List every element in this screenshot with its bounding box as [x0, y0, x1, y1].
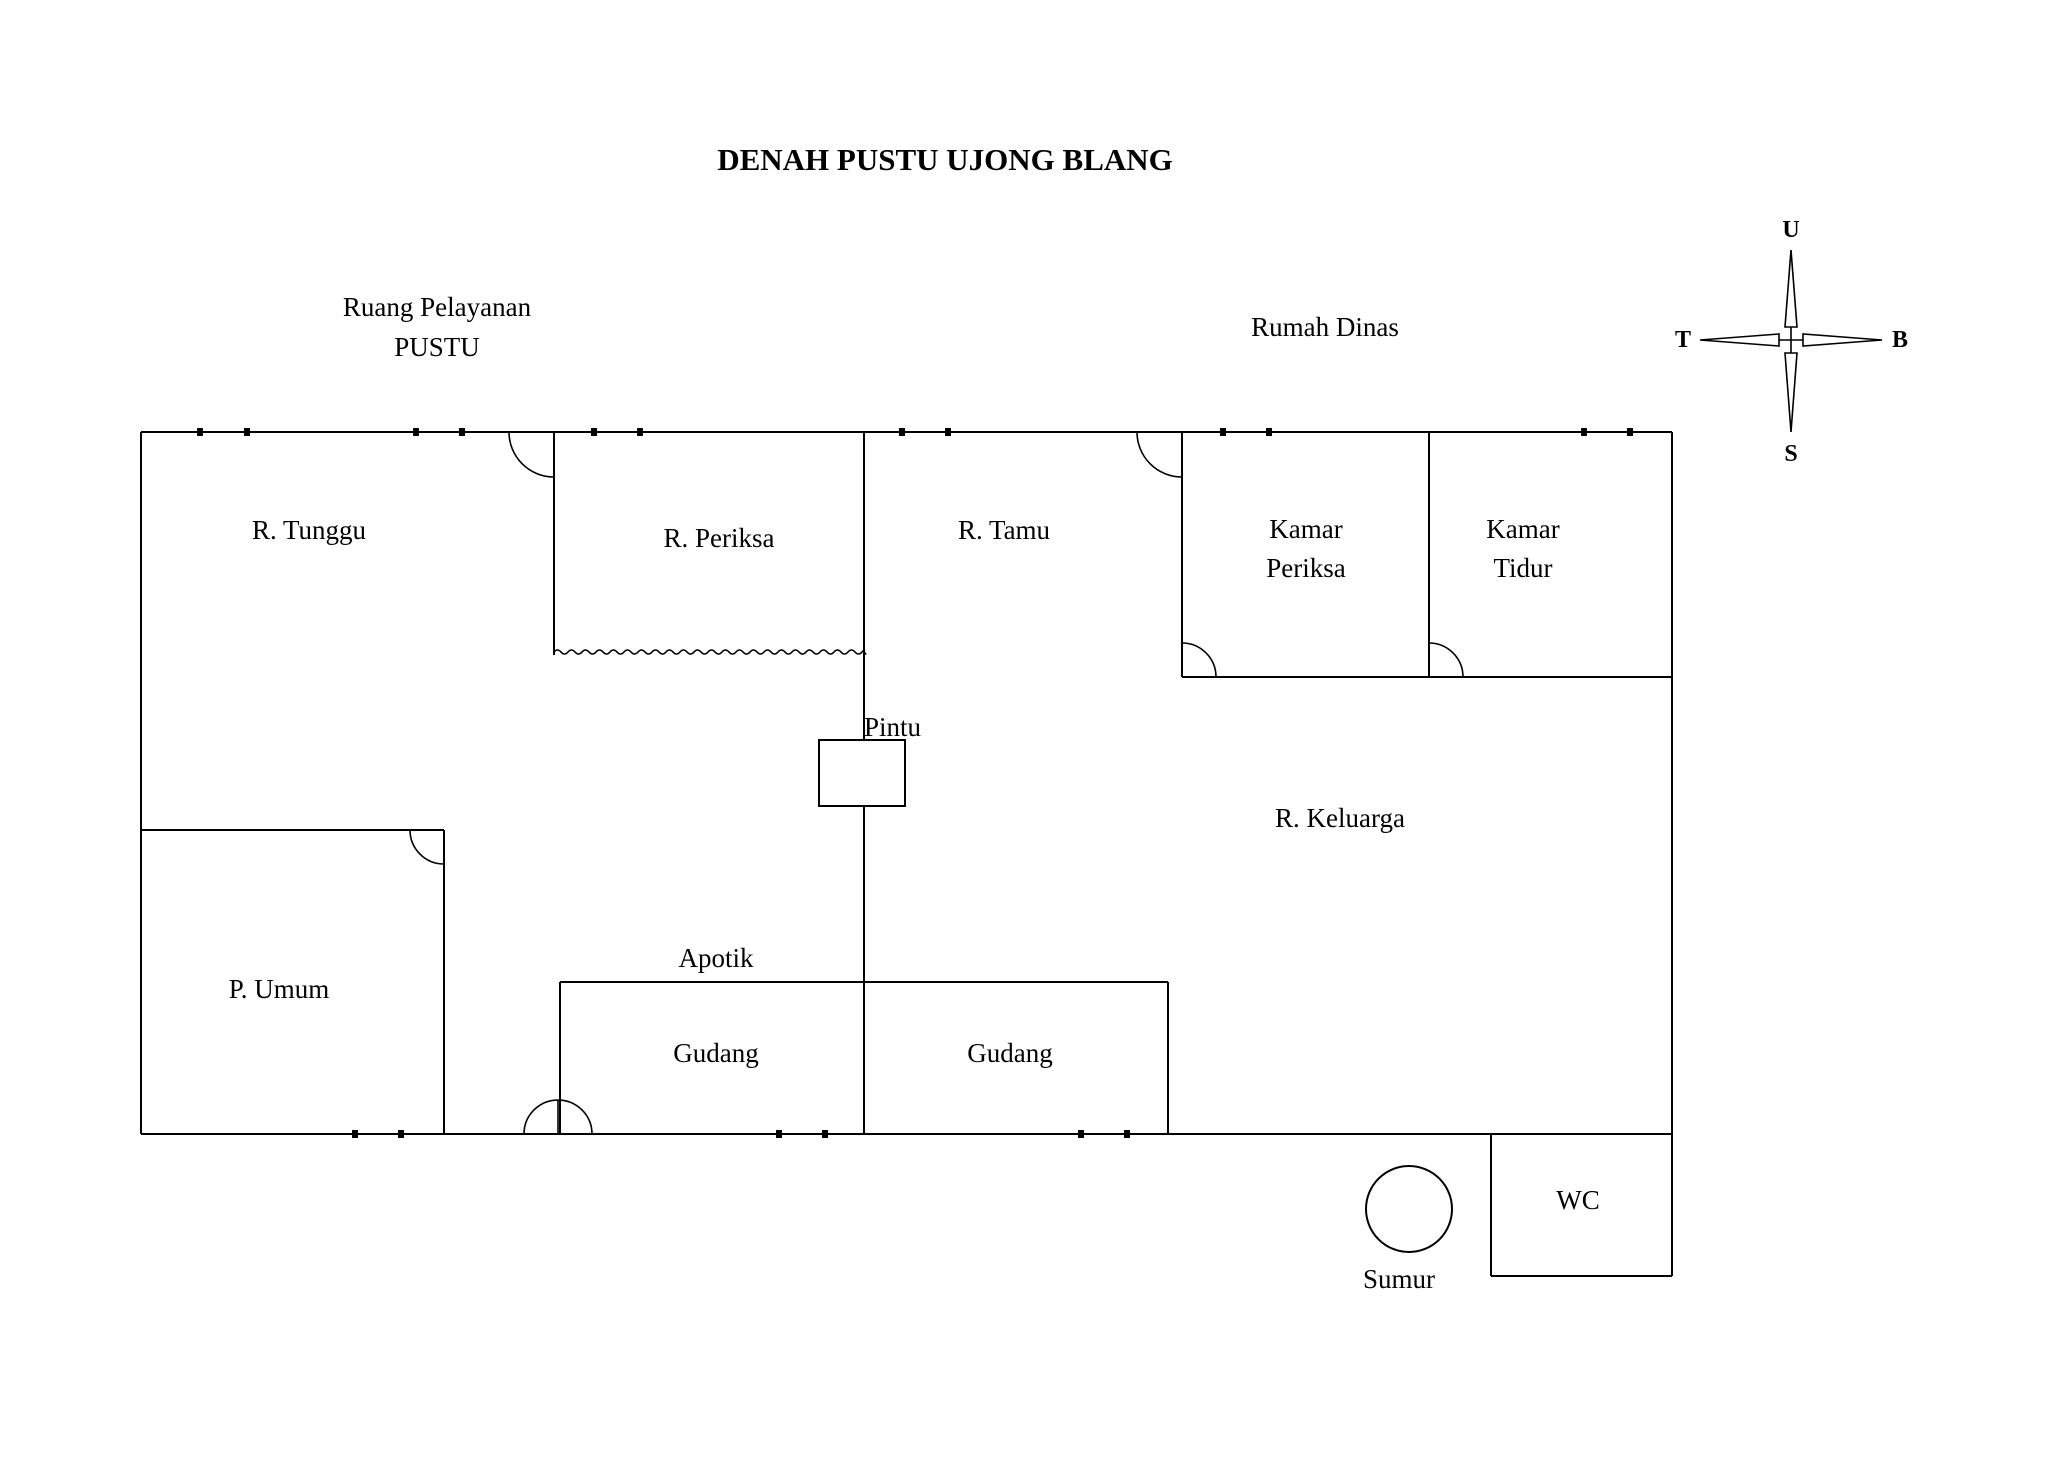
interior-walls: [141, 432, 1672, 1277]
compass-arrow-north: [1784, 249, 1798, 328]
window-mark: [1266, 428, 1272, 436]
window-mark: [398, 1130, 404, 1138]
window-mark: [1078, 1130, 1084, 1138]
door-swing-p-umum: [409, 829, 445, 865]
label-r-keluarga: R. Keluarga: [1275, 803, 1405, 833]
window-mark: [459, 428, 465, 436]
label-pintu: Pintu: [864, 712, 922, 742]
label-kamar-periksa-1: Kamar: [1269, 514, 1342, 544]
window-mark: [413, 428, 419, 436]
label-p-umum: P. Umum: [229, 974, 330, 1004]
label-r-periksa: R. Periksa: [664, 523, 775, 553]
label-kamar-periksa-2: Periksa: [1266, 553, 1346, 583]
label-kamar-tidur-2: Tidur: [1493, 553, 1552, 583]
window-mark: [945, 428, 951, 436]
label-gudang-2: Gudang: [967, 1038, 1052, 1068]
section-label-pustu: PUSTU: [394, 332, 480, 362]
compass-arrow-west: [1802, 333, 1883, 347]
section-label-pelayanan: Ruang Pelayanan: [343, 292, 532, 322]
label-apotik: Apotik: [678, 943, 754, 973]
compass-arrow-south: [1784, 352, 1798, 433]
pintu-door-box: [818, 739, 906, 807]
window-mark: [776, 1130, 782, 1138]
room-labels: R. Tunggu R. Periksa R. Tamu Kamar Perik…: [229, 514, 1600, 1294]
compass-label-east: T: [1675, 327, 1691, 353]
curtain-wavy-line: [553, 649, 867, 655]
door-swings: [409, 431, 1464, 1135]
window-mark: [352, 1130, 358, 1138]
window-mark: [1124, 1130, 1130, 1138]
window-mark: [637, 428, 643, 436]
door-swing-r-tamu: [1136, 431, 1183, 478]
label-r-tamu: R. Tamu: [958, 515, 1051, 545]
label-r-tunggu: R. Tunggu: [252, 515, 367, 545]
section-label-rumah-dinas: Rumah Dinas: [1251, 312, 1399, 342]
window-mark: [1627, 428, 1633, 436]
compass-rose: U S T B: [1675, 217, 1908, 467]
compass-label-west: B: [1892, 327, 1908, 353]
compass-label-north: U: [1782, 217, 1799, 243]
door-swing-r-tunggu: [508, 431, 555, 478]
window-mark: [591, 428, 597, 436]
sumur-well-circle: [1365, 1165, 1453, 1253]
plan-title: DENAH PUSTU UJONG BLANG: [717, 142, 1173, 177]
window-mark: [899, 428, 905, 436]
label-wc: WC: [1556, 1185, 1600, 1215]
window-marks: [197, 428, 1633, 1138]
label-kamar-tidur-1: Kamar: [1486, 514, 1559, 544]
outer-walls: [140, 431, 1673, 1276]
window-mark: [244, 428, 250, 436]
window-mark: [1581, 428, 1587, 436]
label-sumur: Sumur: [1363, 1264, 1435, 1294]
door-swing-kamar-periksa: [1181, 642, 1217, 678]
label-gudang-1: Gudang: [673, 1038, 758, 1068]
window-mark: [1220, 428, 1226, 436]
window-mark: [197, 428, 203, 436]
door-swing-kamar-tidur: [1428, 642, 1464, 678]
compass-arrow-east: [1699, 333, 1780, 347]
compass-label-south: S: [1784, 441, 1797, 467]
window-mark: [822, 1130, 828, 1138]
